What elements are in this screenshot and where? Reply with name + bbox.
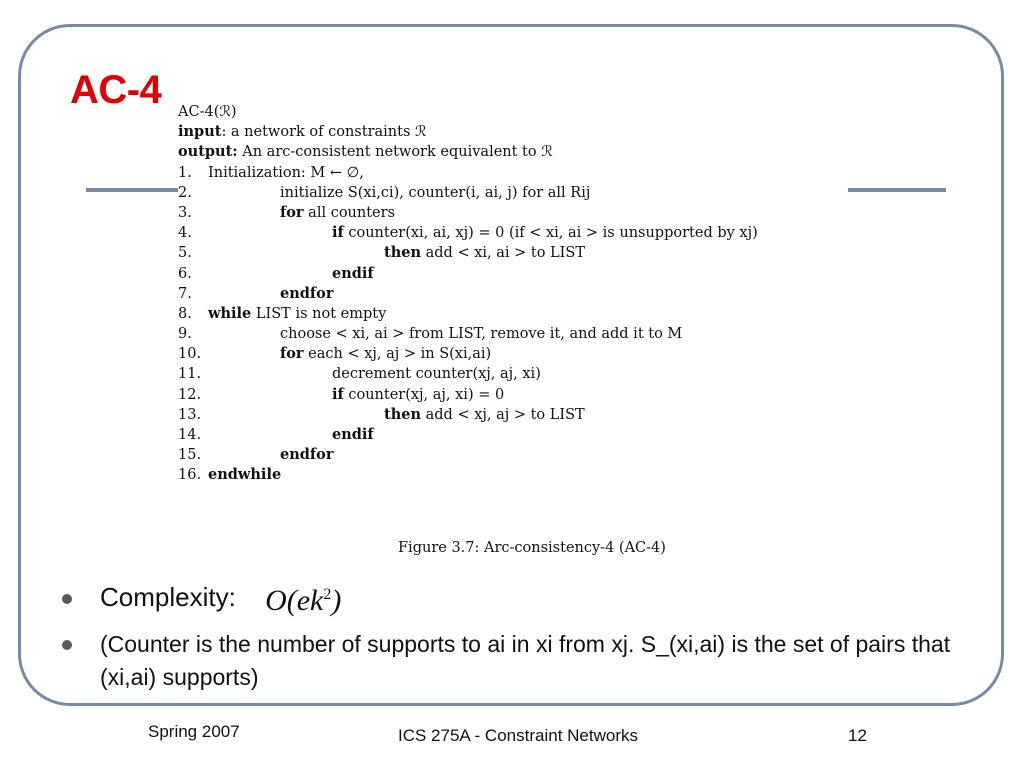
title-rule-right bbox=[848, 188, 946, 192]
algorithm-line: 1.Initialization: M ← ∅, bbox=[178, 164, 364, 181]
footer-course: ICS 275A - Constraint Networks bbox=[398, 726, 638, 745]
algorithm-line: 7.endfor bbox=[178, 284, 334, 302]
slide-title: AC-4 bbox=[70, 68, 162, 112]
note-text: (Counter is the number of supports to ai… bbox=[100, 631, 951, 690]
footer-date: Spring 2007 bbox=[148, 722, 240, 741]
algorithm-line: 8.while LIST is not empty bbox=[178, 304, 387, 322]
figure-caption: Figure 3.7: Arc-consistency-4 (AC-4) bbox=[398, 540, 666, 556]
complexity-formula: O(ek2) bbox=[265, 584, 342, 617]
algorithm-line: 16.endwhile bbox=[178, 466, 282, 484]
complexity-label: Complexity: bbox=[100, 582, 236, 612]
slide-frame bbox=[18, 24, 1004, 706]
algorithm-line: 3.for all counters bbox=[178, 203, 396, 221]
bullet-complexity: Complexity: O(ek2) bbox=[62, 580, 962, 628]
title-rule-left bbox=[86, 188, 178, 192]
algorithm-line: 5.then add < xi, ai > to LIST bbox=[178, 244, 586, 262]
algorithm-input: input: a network of constraints ℛ bbox=[178, 123, 427, 141]
algorithm-output: output: An arc-consistent network equiva… bbox=[178, 143, 553, 161]
algorithm-line: 15.endfor bbox=[178, 446, 334, 464]
algorithm-line: 10.for each < xj, aj > in S(xi,ai) bbox=[178, 345, 492, 363]
bullet-dot-icon bbox=[62, 640, 72, 650]
bullet-list: Complexity: O(ek2) (Counter is the numbe… bbox=[62, 580, 962, 694]
algorithm-line: 9.choose < xi, ai > from LIST, remove it… bbox=[178, 326, 683, 343]
algorithm-line: 14.endif bbox=[178, 426, 374, 443]
algorithm-line: 11.decrement counter(xj, aj, xi) bbox=[178, 366, 541, 383]
algorithm-line: 13.then add < xj, aj > to LIST bbox=[178, 405, 585, 423]
bullet-note: (Counter is the number of supports to ai… bbox=[62, 628, 962, 694]
bullet-dot-icon bbox=[62, 594, 72, 604]
algorithm-line: 6.endif bbox=[178, 264, 374, 282]
algorithm-line: 2.initialize S(xi,ci), counter(i, ai, j)… bbox=[178, 184, 591, 201]
algorithm-header: AC-4(ℛ) bbox=[178, 104, 237, 120]
algorithm-line: 4.if counter(xi, ai, xj) = 0 (if < xi, a… bbox=[178, 224, 758, 242]
algorithm-figure: AC-4(ℛ) input: a network of constraints … bbox=[178, 102, 838, 486]
algorithm-line: 12.if counter(xj, aj, xi) = 0 bbox=[178, 385, 505, 403]
footer-page-number: 12 bbox=[848, 726, 867, 745]
